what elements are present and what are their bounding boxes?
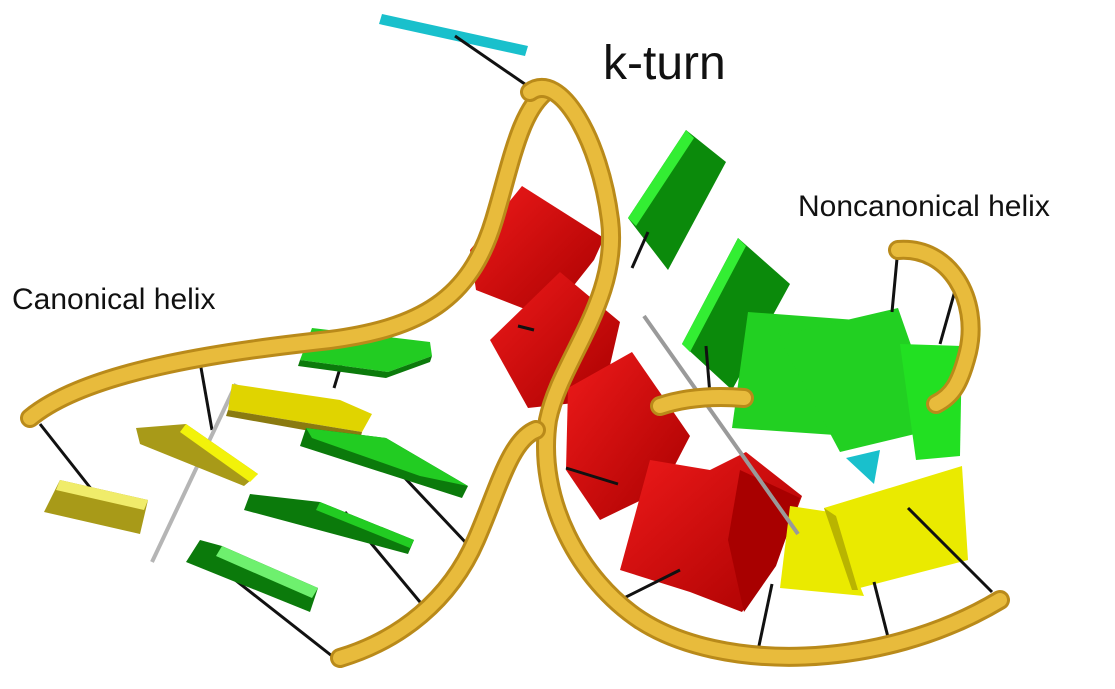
link (40, 424, 92, 490)
base-cyan-top (379, 14, 528, 56)
link (632, 232, 648, 268)
base-cyan-small (846, 450, 880, 484)
base-green (244, 494, 414, 554)
base-green (186, 540, 318, 612)
canonical-helix-label: Canonical helix (12, 283, 215, 317)
base-green-top (306, 428, 468, 486)
link (200, 362, 212, 430)
kturn-title: k-turn (603, 36, 726, 91)
backbone-strand (30, 90, 548, 418)
noncanonical-helix-label: Noncanonical helix (798, 190, 1050, 224)
